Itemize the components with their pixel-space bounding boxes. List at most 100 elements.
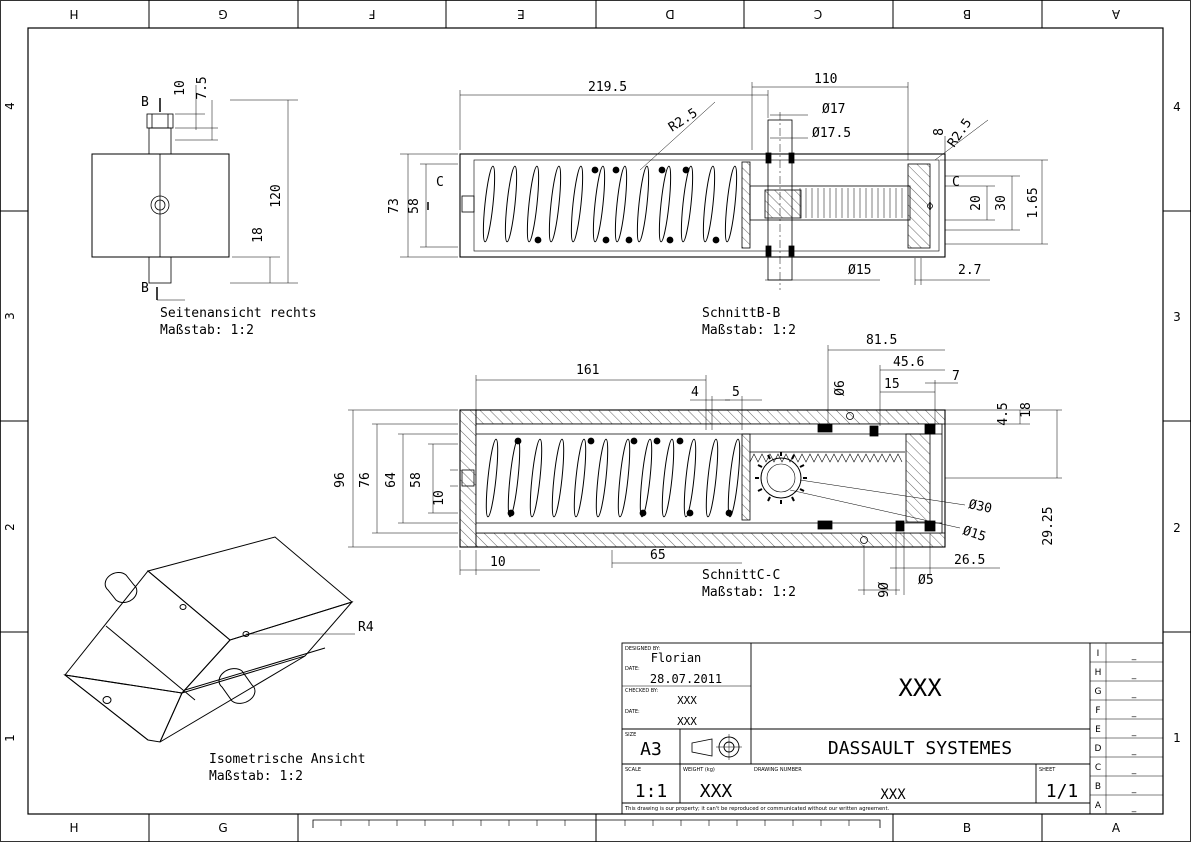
title-block-text: DESIGNED BY: Florian DATE: 28.07.2011 CH… bbox=[624, 646, 1078, 812]
col-label: A bbox=[1112, 821, 1121, 835]
dim-96: 96 bbox=[333, 472, 348, 488]
dim-r4: R4 bbox=[358, 620, 374, 635]
disclaimer: This drawing is our property; it can't b… bbox=[624, 806, 890, 812]
dim-dia6-top: Ø6 bbox=[833, 380, 848, 396]
dim-219-5: 219.5 bbox=[588, 80, 627, 95]
dim-58: 58 bbox=[409, 472, 424, 488]
dim-120: 120 bbox=[269, 184, 284, 207]
dim-7-5: 7.5 bbox=[195, 76, 210, 99]
col-label: F bbox=[368, 7, 375, 21]
dim-58: 58 bbox=[407, 198, 422, 214]
row-label: 2 bbox=[1173, 521, 1181, 535]
row-label: 4 bbox=[3, 102, 17, 110]
col-label: H bbox=[69, 7, 78, 21]
row-label: 3 bbox=[3, 312, 17, 320]
revision-letter: I bbox=[1097, 649, 1100, 659]
revision-letter: F bbox=[1095, 706, 1100, 716]
revision-value: _ bbox=[1131, 689, 1137, 699]
dim-4-5: 4.5 bbox=[996, 402, 1011, 425]
drawing-number-value: XXX bbox=[880, 787, 906, 803]
dim-dia15: Ø15 bbox=[848, 263, 871, 278]
dim-dia5: Ø5 bbox=[918, 573, 934, 588]
section-b-b-caption: SchnittB-B bbox=[702, 306, 780, 321]
date2-value: XXX bbox=[677, 715, 697, 728]
dim-18: 18 bbox=[1019, 402, 1034, 418]
isometric-caption: Isometrische Ansicht bbox=[209, 752, 366, 767]
drawing-title: XXX bbox=[898, 674, 942, 702]
cut-label-c-left: C bbox=[436, 175, 444, 190]
dim-dia17: Ø17 bbox=[822, 102, 845, 117]
designed-by-value: Florian bbox=[651, 651, 702, 665]
revision-table: I H G F E D C B A _ _ _ _ _ _ _ _ _ bbox=[1095, 649, 1137, 813]
col-label: B bbox=[963, 821, 971, 835]
date-label: DATE: bbox=[625, 666, 640, 672]
dim-5: 5 bbox=[732, 385, 740, 400]
designed-by-label: DESIGNED BY: bbox=[625, 646, 660, 652]
company-name: DASSAULT SYSTEMES bbox=[828, 738, 1012, 759]
dim-26-5: 26.5 bbox=[954, 553, 985, 568]
row-label: 1 bbox=[1173, 731, 1181, 745]
section-c-c-caption: SchnittC-C bbox=[702, 568, 780, 583]
frame-column-labels-bottom: H G B A bbox=[69, 821, 1120, 835]
dim-20: 20 bbox=[969, 195, 984, 211]
row-label: 2 bbox=[3, 523, 17, 531]
revision-value: _ bbox=[1131, 727, 1137, 737]
section-b-b bbox=[400, 82, 1048, 290]
size-label: SIZE bbox=[625, 732, 636, 738]
revision-value: _ bbox=[1131, 708, 1137, 718]
isometric-view-labels: R4 Isometrische Ansicht Maßstab: 1:2 bbox=[209, 620, 374, 784]
revision-value: _ bbox=[1131, 651, 1137, 661]
revision-value: _ bbox=[1131, 765, 1137, 775]
drawing-number-label: DRAWING NUMBER bbox=[754, 767, 802, 773]
dim-1-65: 1.65 bbox=[1026, 187, 1041, 218]
col-label: G bbox=[218, 821, 227, 835]
date2-label: DATE: bbox=[625, 709, 640, 715]
cut-label-c-right: C bbox=[952, 175, 960, 190]
dim-8: 8 bbox=[932, 128, 947, 136]
isometric-scale: Maßstab: 1:2 bbox=[209, 769, 303, 784]
revision-letter: H bbox=[1095, 668, 1102, 678]
dim-15: 15 bbox=[884, 377, 900, 392]
col-label: A bbox=[1111, 7, 1120, 21]
revision-value: _ bbox=[1131, 803, 1137, 813]
revision-letter: B bbox=[1095, 782, 1101, 792]
revision-letter: C bbox=[1095, 763, 1101, 773]
dim-81-5: 81.5 bbox=[866, 333, 897, 348]
dim-dia15: Ø15 bbox=[961, 524, 988, 546]
sheet-label: SHEET bbox=[1039, 767, 1056, 773]
dim-dia30: Ø30 bbox=[967, 497, 993, 517]
revision-letter: D bbox=[1095, 744, 1102, 754]
col-label: E bbox=[517, 7, 525, 21]
dim-30: 30 bbox=[994, 195, 1009, 211]
dim-dia17-5: Ø17.5 bbox=[812, 126, 851, 141]
side-view bbox=[91, 85, 298, 301]
section-c-c-scale: Maßstab: 1:2 bbox=[702, 585, 796, 600]
scale-value: 1:1 bbox=[635, 781, 668, 802]
dim-73: 73 bbox=[387, 198, 402, 214]
dim-65: 65 bbox=[650, 548, 666, 563]
col-label: G bbox=[218, 7, 227, 21]
section-c-c bbox=[348, 345, 1062, 595]
col-label: C bbox=[814, 7, 822, 21]
size-value: A3 bbox=[640, 739, 662, 760]
cut-label-b-bottom: B bbox=[141, 281, 149, 296]
row-label: 1 bbox=[3, 734, 17, 742]
title-block bbox=[621, 642, 1164, 815]
dim-64: 64 bbox=[384, 472, 399, 488]
frame-row-labels: 4 3 2 1 4 3 2 1 bbox=[3, 100, 1181, 745]
section-b-b-scale: Maßstab: 1:2 bbox=[702, 323, 796, 338]
section-c-c-labels: 161 4 5 81.5 45.6 15 7 Ø6 4.5 18 96 76 6… bbox=[333, 333, 1056, 600]
side-view-caption: Seitenansicht rechts bbox=[160, 306, 317, 321]
row-label: 3 bbox=[1173, 310, 1181, 324]
side-view-labels: B B 10 7.5 120 18 Seitenansicht rechts M… bbox=[141, 76, 317, 338]
col-label: H bbox=[69, 821, 78, 835]
isometric-view bbox=[63, 536, 355, 743]
col-label: D bbox=[665, 7, 674, 21]
side-view-scale: Maßstab: 1:2 bbox=[160, 323, 254, 338]
cut-label-b-top: B bbox=[141, 95, 149, 110]
weight-value: XXX bbox=[700, 781, 733, 802]
dim-18: 18 bbox=[251, 227, 266, 243]
dim-76: 76 bbox=[358, 472, 373, 488]
frame-column-labels-top: H G F E D C B A bbox=[69, 7, 1120, 21]
